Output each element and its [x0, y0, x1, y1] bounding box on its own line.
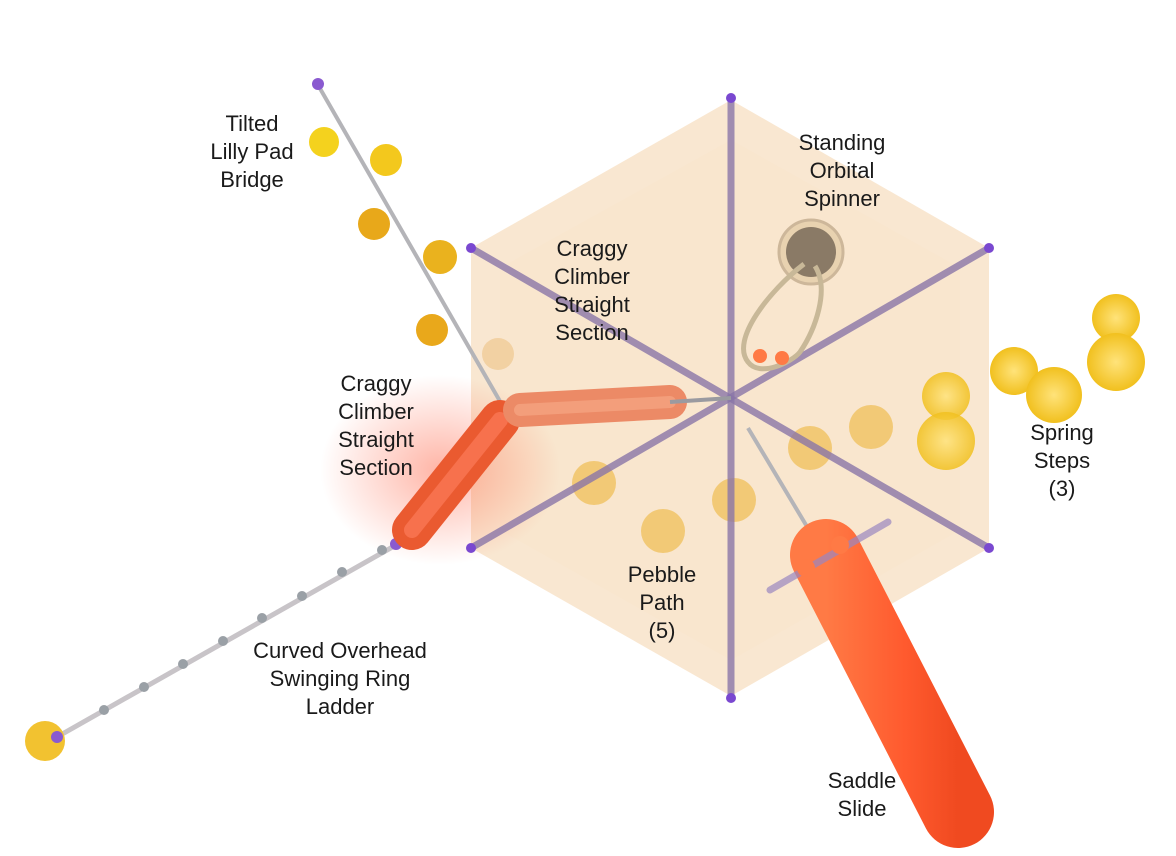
saddle-slide	[766, 518, 994, 848]
connector-bar	[669, 396, 732, 404]
lilly-pads	[309, 127, 514, 370]
post-cap	[312, 78, 324, 90]
lilly-pad-bridge-rail	[316, 84, 507, 411]
ring-ladder-rings	[99, 545, 387, 715]
spring-steps	[917, 294, 1145, 470]
post-caps	[466, 93, 994, 703]
craggy-climber-top	[503, 385, 687, 427]
orbital-spinner	[741, 218, 845, 372]
post-cap	[51, 731, 63, 743]
craggy-climber-left	[392, 400, 520, 550]
ring-ladder-yellow-cap	[25, 721, 65, 761]
